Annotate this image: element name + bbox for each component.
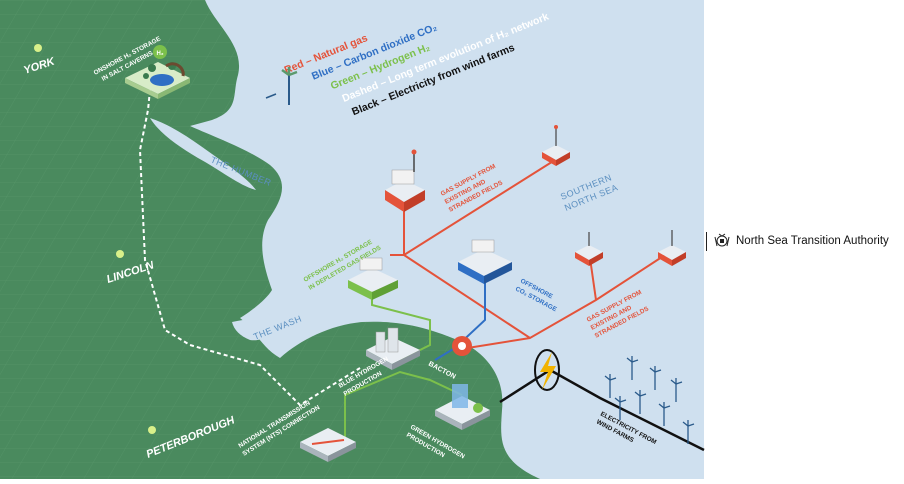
gas-line-b xyxy=(403,159,556,256)
blue-hydrogen-platform xyxy=(366,327,420,370)
wind-turbine-icon xyxy=(670,378,683,402)
wind-turbine-icon xyxy=(649,366,662,390)
electricity-line xyxy=(499,368,705,452)
org-name: North Sea Transition Authority xyxy=(736,235,889,247)
gas-platform-east xyxy=(658,230,686,266)
wind-farm xyxy=(604,356,695,444)
nsta-logo: North Sea Transition Authority xyxy=(706,231,889,251)
wind-turbine-icon xyxy=(658,402,671,426)
peterborough-marker xyxy=(148,426,156,434)
york-marker xyxy=(34,44,42,52)
lincoln-marker xyxy=(116,250,124,258)
wind-turbine-icon xyxy=(614,396,627,420)
gas-line-c xyxy=(589,257,597,301)
royal-crest-icon xyxy=(714,233,730,247)
badge-h2: H₂ xyxy=(157,51,164,57)
lightning-icon xyxy=(534,349,560,391)
gas-platform-mid xyxy=(575,232,603,266)
turbine-icon xyxy=(265,67,298,105)
nts-platform xyxy=(300,428,356,462)
green-hydrogen-platform xyxy=(435,384,490,430)
wind-turbine-icon xyxy=(604,374,617,398)
wind-turbine-icon xyxy=(634,390,647,414)
offshore-co2-platform xyxy=(458,239,512,284)
page-margin xyxy=(704,0,904,479)
wind-turbine-icon xyxy=(626,356,639,380)
wind-turbine-icon xyxy=(682,420,695,444)
logo-divider xyxy=(706,231,707,251)
gas-platform-ne xyxy=(542,125,570,166)
offshore-h2-platform xyxy=(348,257,398,300)
gas-platform-main xyxy=(385,149,425,212)
onshore-h2-badge: H₂ xyxy=(153,45,167,59)
co2-line xyxy=(434,270,486,361)
onshore-storage-platform xyxy=(125,62,190,99)
h2-line-b xyxy=(344,370,463,440)
bacton-marker xyxy=(452,336,472,356)
